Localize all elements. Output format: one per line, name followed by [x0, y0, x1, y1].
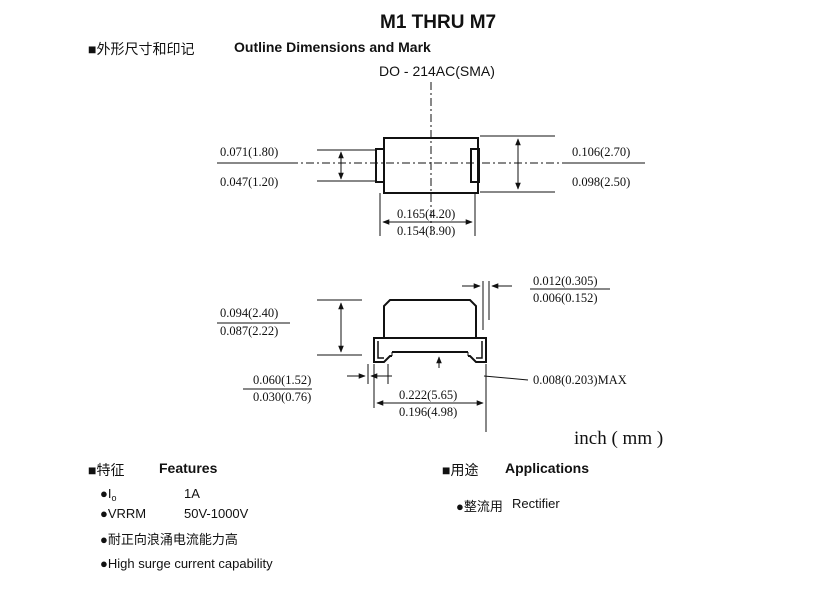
feature-vrrm-label: ●VRRM — [100, 506, 147, 521]
features-heading-cn: ■特征 — [88, 462, 125, 478]
lead-thickness-min: 0.006(0.152) — [533, 291, 598, 305]
top-lead-height-min: 0.047(1.20) — [220, 175, 279, 189]
section-title-en: Outline Dimensions and Mark — [234, 39, 431, 55]
side-view-body — [384, 300, 476, 338]
feature-surge-cn: ●耐正向浪涌电流能力高 — [100, 532, 238, 547]
feature-io-label: ●Io — [100, 486, 117, 503]
feature-vrrm-value: 50V-1000V — [184, 506, 249, 521]
side-height-min: 0.087(2.22) — [220, 324, 279, 338]
top-lead-height-max: 0.071(1.80) — [220, 145, 279, 159]
application-item-cn: ●整流用 — [456, 499, 503, 514]
section-title-cn: ■外形尺寸和印记 — [88, 41, 195, 57]
top-body-width-max: 0.106(2.70) — [572, 145, 631, 159]
package-label: DO - 214AC(SMA) — [379, 63, 495, 79]
pad-width-max: 0.060(1.52) — [253, 373, 312, 387]
top-body-width-min: 0.098(2.50) — [572, 175, 631, 189]
lead-thickness-max: 0.012(0.305) — [533, 274, 598, 288]
application-item-en: Rectifier — [512, 496, 560, 511]
side-view-left-lead — [374, 338, 392, 362]
side-view-right-lead — [468, 338, 486, 362]
top-view-left-lead — [376, 149, 384, 182]
feature-surge-en: ●High surge current capability — [100, 556, 273, 571]
overall-length-min: 0.196(4.98) — [399, 405, 458, 419]
applications-heading-en: Applications — [505, 460, 590, 476]
pad-width-min: 0.030(0.76) — [253, 390, 312, 404]
feature-io-value: 1A — [184, 486, 200, 501]
page-title: M1 THRU M7 — [380, 12, 497, 33]
standoff-max: 0.008(0.203)MAX — [533, 373, 627, 387]
applications-heading-cn: ■用途 — [442, 462, 479, 478]
features-heading-en: Features — [159, 460, 218, 476]
side-height-max: 0.094(2.40) — [220, 306, 279, 320]
overall-length-max: 0.222(5.65) — [399, 388, 458, 402]
top-body-length-max: 0.165(4.20) — [397, 207, 456, 221]
top-body-length-min: 0.154(3.90) — [397, 224, 456, 238]
units-label: inch ( mm ) — [574, 428, 664, 449]
top-view-right-lead — [471, 149, 479, 182]
